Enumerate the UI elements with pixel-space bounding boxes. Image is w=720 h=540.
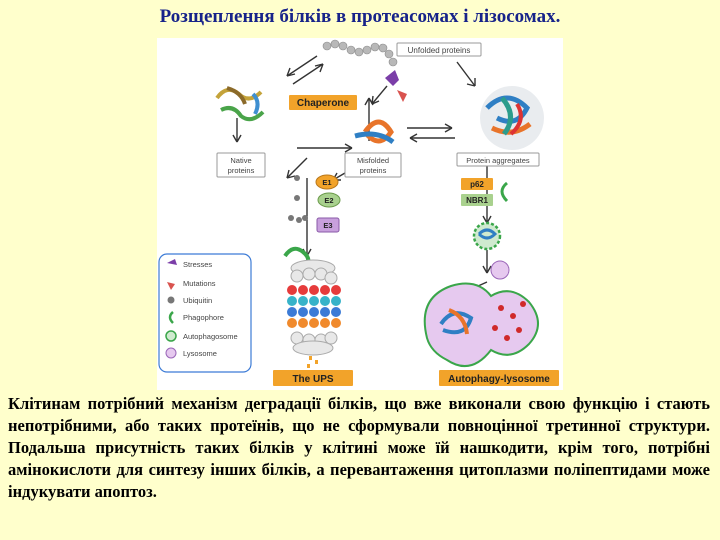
protein-degradation-diagram: Unfolded proteins <box>157 38 563 390</box>
autolysosome <box>423 282 539 368</box>
legend-box <box>158 253 252 373</box>
phagophore-icon <box>500 181 509 203</box>
legend-mutations: Mutations <box>183 279 216 288</box>
autophagy-lysosome-label: Autophagy-lysosome <box>448 374 550 385</box>
pathway-arrows <box>232 55 492 301</box>
stress-icon <box>385 70 399 86</box>
legend-ubiquitin: Ubiquitin <box>183 296 212 305</box>
legend-stresses: Stresses <box>183 260 212 269</box>
unfolded-protein-chain <box>322 39 398 67</box>
mutation-icon <box>397 90 407 102</box>
e3-label: E3 <box>323 221 332 230</box>
unfolded-proteins-label: Unfolded proteins <box>408 46 471 55</box>
e1-label: E1 <box>322 178 331 187</box>
misfolded-protein <box>354 119 395 145</box>
nbr1-label: NBR1 <box>466 196 488 205</box>
legend-autophagosome: Autophagosome <box>183 332 238 341</box>
the-ups-label: The UPS <box>292 374 333 385</box>
native-proteins-label-2: proteins <box>228 166 255 175</box>
chaperone-label: Chaperone <box>297 98 350 109</box>
protein-aggregate <box>480 86 544 150</box>
legend-phagophore: Phagophore <box>183 313 224 322</box>
slide-title: Розщеплення білків в протеасомах і лізос… <box>159 6 561 27</box>
e2-label: E2 <box>324 196 333 205</box>
native-proteins-cluster <box>215 86 265 122</box>
misfolded-proteins-label-2: proteins <box>360 166 387 175</box>
p62-label: p62 <box>470 180 484 189</box>
legend-lysosome: Lysosome <box>183 349 217 358</box>
autophagosome <box>472 221 502 251</box>
lysosome-small <box>490 260 510 280</box>
native-proteins-label-1: Native <box>230 156 251 165</box>
legend-icons <box>165 259 177 359</box>
description-paragraph: Клітинам потрібний механізм деградації б… <box>8 394 710 501</box>
proteasome <box>287 259 341 368</box>
protein-aggregates-label: Protein aggregates <box>466 156 530 165</box>
misfolded-proteins-label-1: Misfolded <box>357 156 389 165</box>
ubiquitin-chain <box>288 175 308 223</box>
